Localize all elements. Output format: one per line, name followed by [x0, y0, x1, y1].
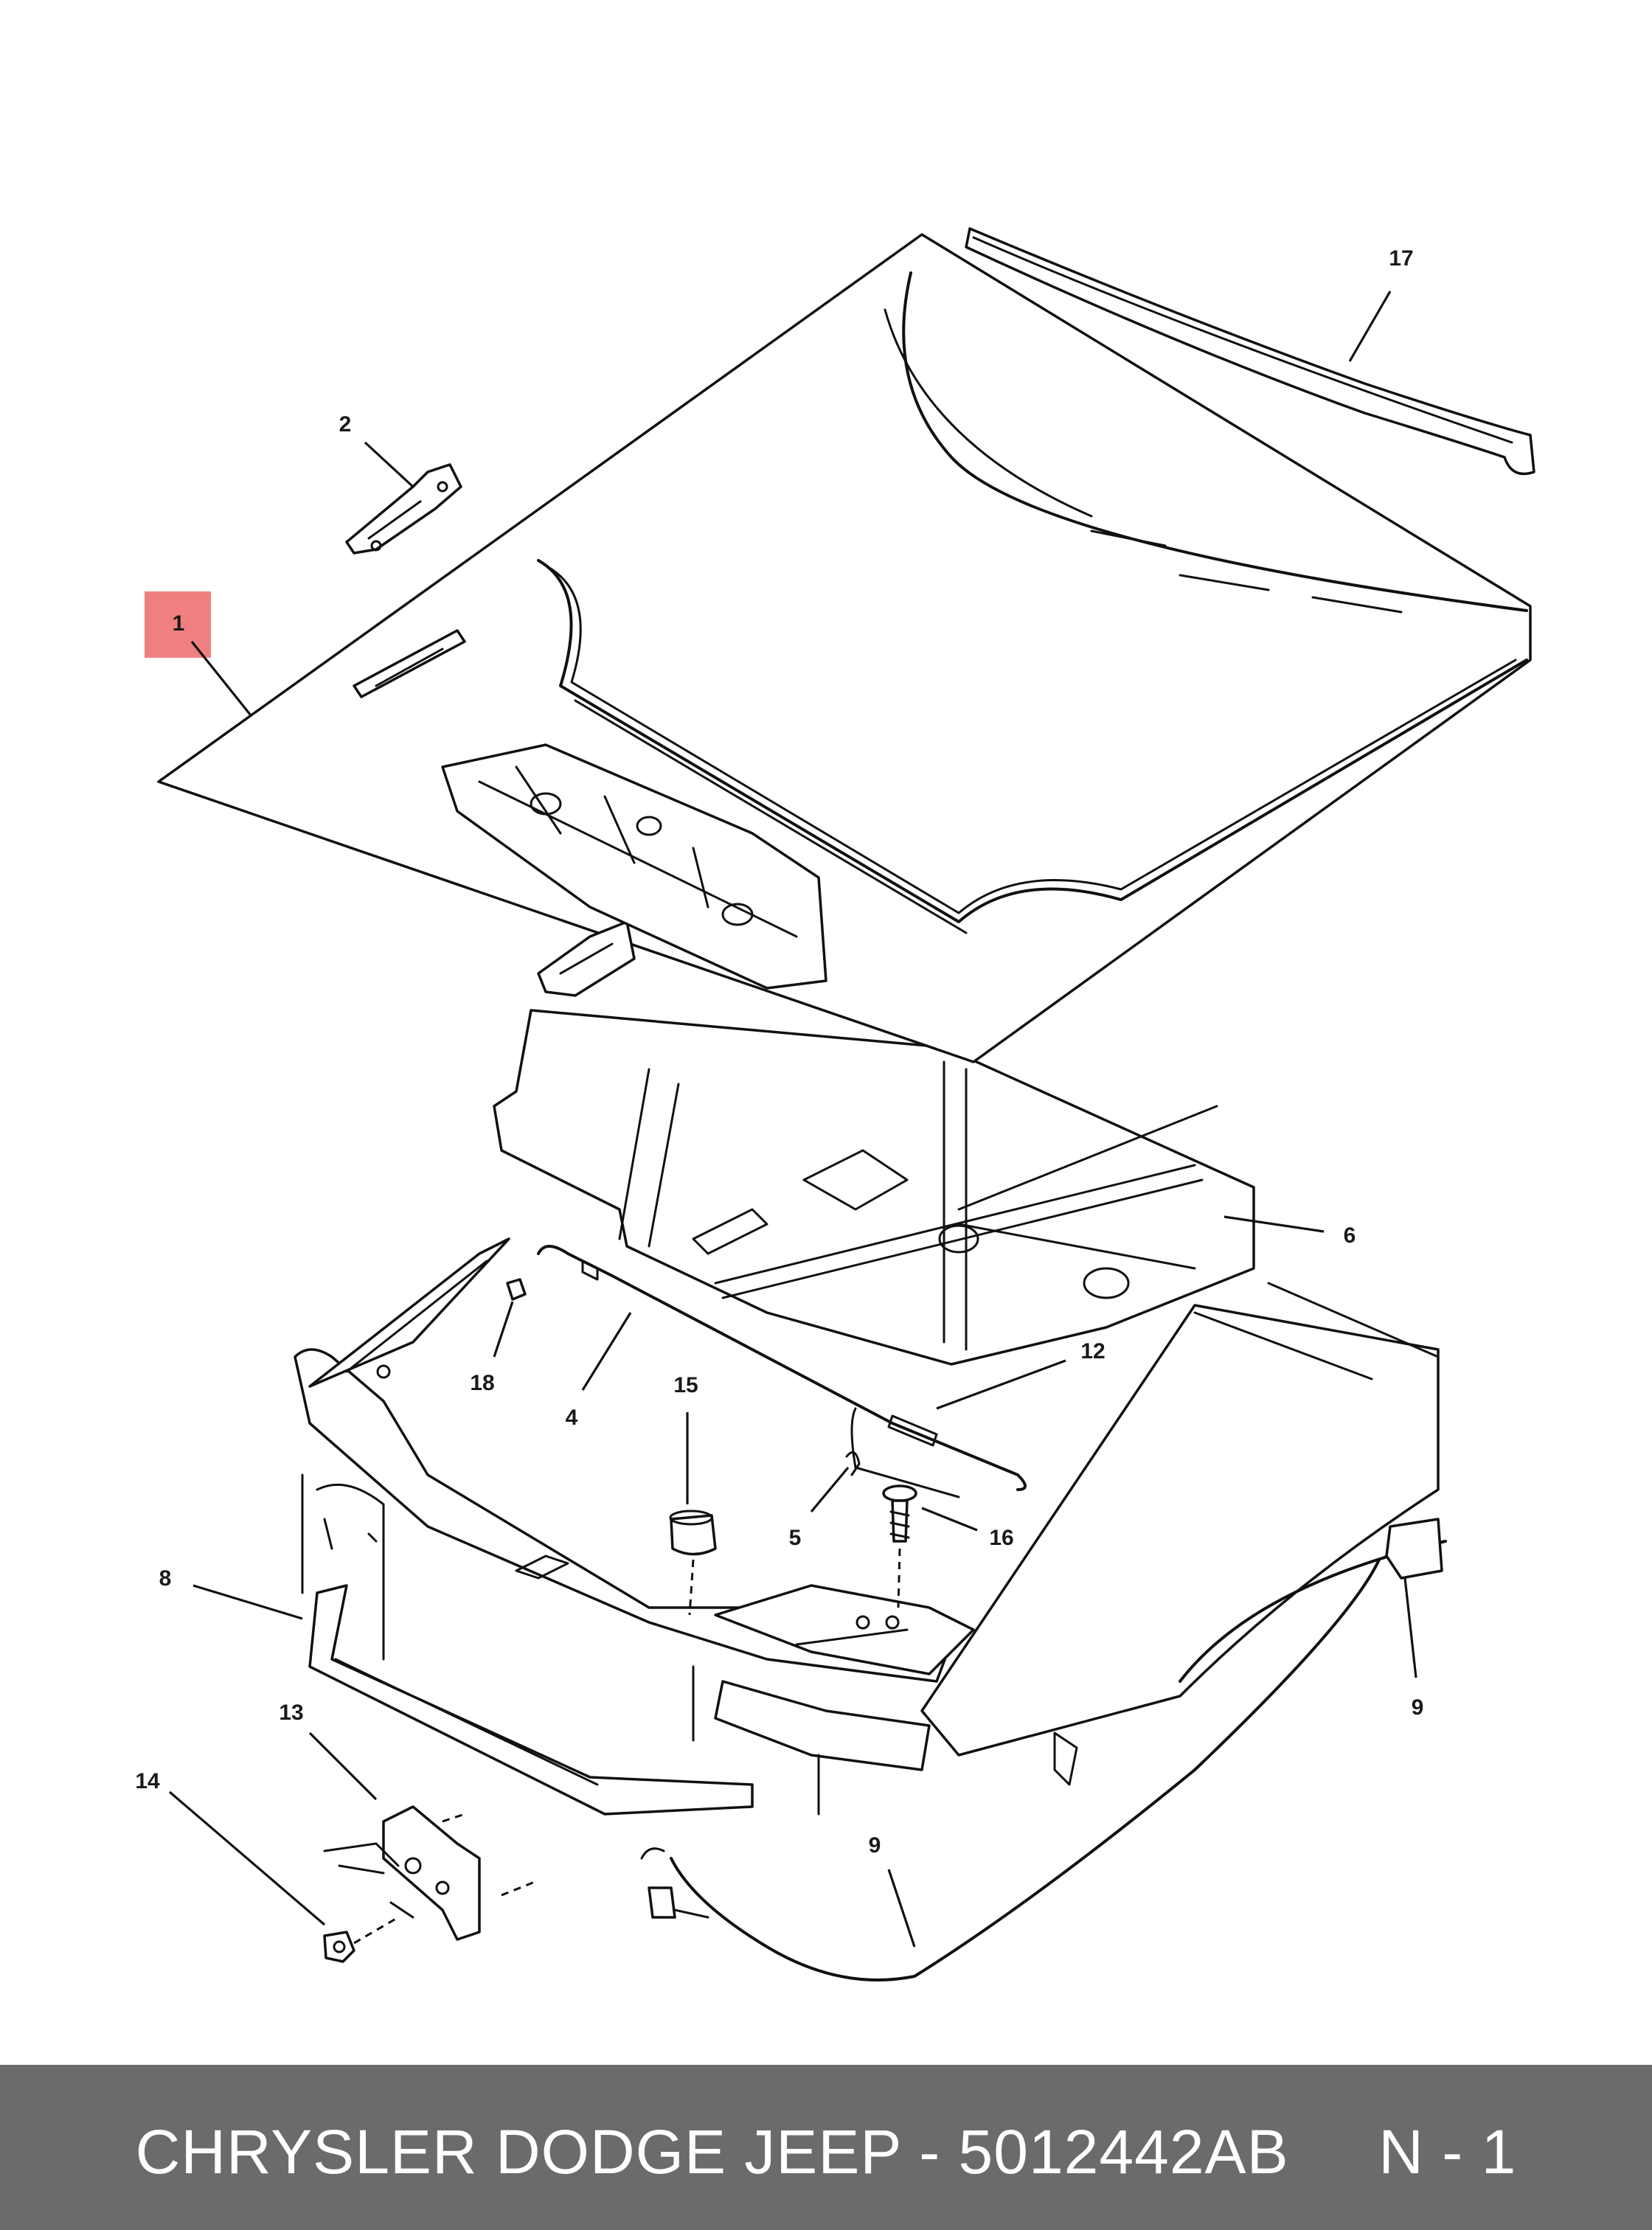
- footer-banner: CHRYSLER DODGE JEEP - 5012442AB N - 1: [0, 2065, 1652, 2230]
- leader-lines: [168, 291, 1417, 1948]
- callout-6: 6: [1344, 1223, 1356, 1248]
- callout-15: 15: [673, 1373, 698, 1397]
- bolt-part-16: [882, 1484, 917, 1608]
- callout-18: 18: [470, 1371, 494, 1395]
- footer-caption: CHRYSLER DODGE JEEP - 5012442AB N - 1: [135, 2117, 1517, 2186]
- callout-9-bottom: 9: [869, 1833, 881, 1858]
- radiator-support: [294, 1237, 975, 1816]
- callout-2: 2: [339, 412, 352, 437]
- callouts: 1 2 17 6 12 18 4 15 5 16 8 9 13 9 14: [135, 246, 1423, 1858]
- hood-latch-part-13: [323, 1805, 539, 1941]
- cable-part-9: [640, 1518, 1443, 1981]
- hood-hinge-part-2: [345, 463, 462, 555]
- callout-8: 8: [159, 1566, 172, 1591]
- hood-parts-diagram: 1 2 17 6 12 18 4 15 5 16 8 9 13 9 14: [135, 227, 1535, 1981]
- release-cable-part-4: [537, 1245, 1027, 1498]
- hood-panel-part-1: [157, 233, 1532, 1063]
- callout-16: 16: [989, 1526, 1013, 1550]
- callout-1: 1: [173, 611, 185, 636]
- callout-9-right: 9: [1412, 1695, 1424, 1720]
- callout-17: 17: [1389, 246, 1413, 271]
- callout-12: 12: [1080, 1339, 1105, 1364]
- callout-13: 13: [279, 1701, 303, 1725]
- clip-part-5: [845, 1451, 861, 1476]
- weatherstrip-part-17: [965, 227, 1535, 476]
- bumper-part-15: [669, 1510, 717, 1616]
- callout-14: 14: [135, 1769, 160, 1793]
- hood-inner-panel-part-6: [493, 1009, 1255, 1366]
- callout-5: 5: [789, 1526, 802, 1550]
- callout-highlight: [145, 591, 211, 658]
- nut-part-14: [323, 1916, 399, 1963]
- callout-4: 4: [566, 1406, 578, 1430]
- radiator-seal-part-8: [308, 1584, 754, 1816]
- clip-part-18: [506, 1278, 527, 1301]
